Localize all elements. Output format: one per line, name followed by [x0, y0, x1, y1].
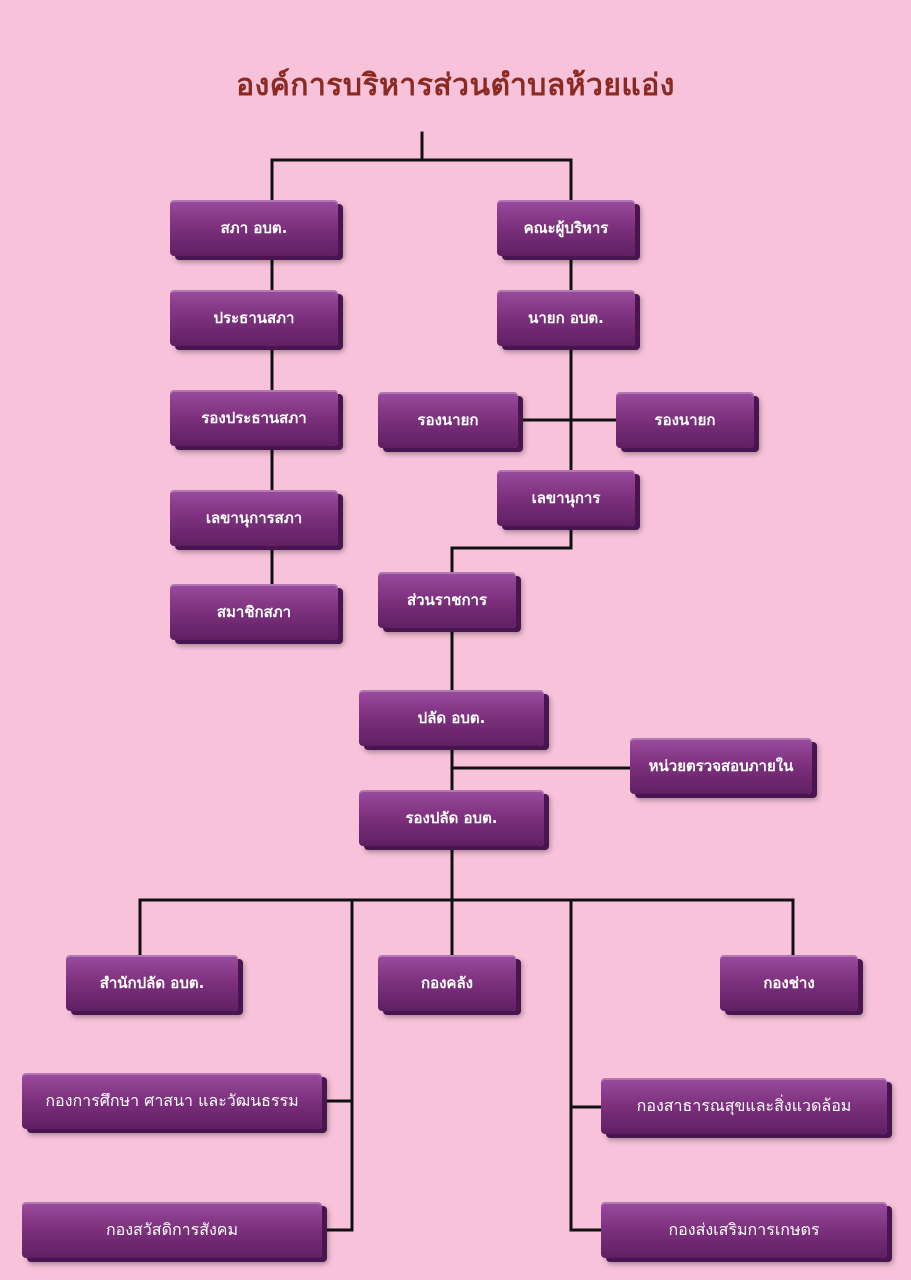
org-title: องค์การบริหารส่วนตำบลห้วยแอ่ง	[236, 68, 675, 103]
engineering-division-box: กองช่าง	[720, 955, 858, 1011]
health-division-box: กองสาธารณสุขและสิ่งแวดล้อม	[601, 1078, 887, 1134]
internal-audit-box: หน่วยตรวจสอบภายใน	[630, 738, 812, 794]
council-members-box: สมาชิกสภา	[170, 584, 338, 640]
education-division-box: กองการศึกษา ศาสนา และวัฒนธรรม	[22, 1073, 322, 1129]
finance-division-box: กองคลัง	[378, 955, 516, 1011]
agriculture-division-box: กองส่งเสริมการเกษตร	[601, 1202, 887, 1258]
mayor-box: นายก อบต.	[497, 290, 635, 346]
welfare-division-box: กองสวัสดิการสังคม	[22, 1202, 322, 1258]
executive-box: คณะผู้บริหาร	[497, 200, 635, 256]
palad-box: ปลัด อบต.	[359, 690, 544, 746]
executive-secretary-box: เลขานุการ	[497, 470, 635, 526]
office-division-box: สำนักปลัด อบต.	[66, 955, 238, 1011]
council-vice-chair-box: รองประธานสภา	[170, 390, 338, 446]
council-chair-box: ประธานสภา	[170, 290, 338, 346]
deputy-mayor-right-box: รองนายก	[616, 392, 754, 448]
deputy-mayor-left-box: รองนายก	[378, 392, 518, 448]
council-secretary-box: เลขานุการสภา	[170, 490, 338, 546]
council-box: สภา อบต.	[170, 200, 338, 256]
civil-service-box: ส่วนราชการ	[378, 572, 516, 628]
deputy-palad-box: รองปลัด อบต.	[359, 790, 544, 846]
